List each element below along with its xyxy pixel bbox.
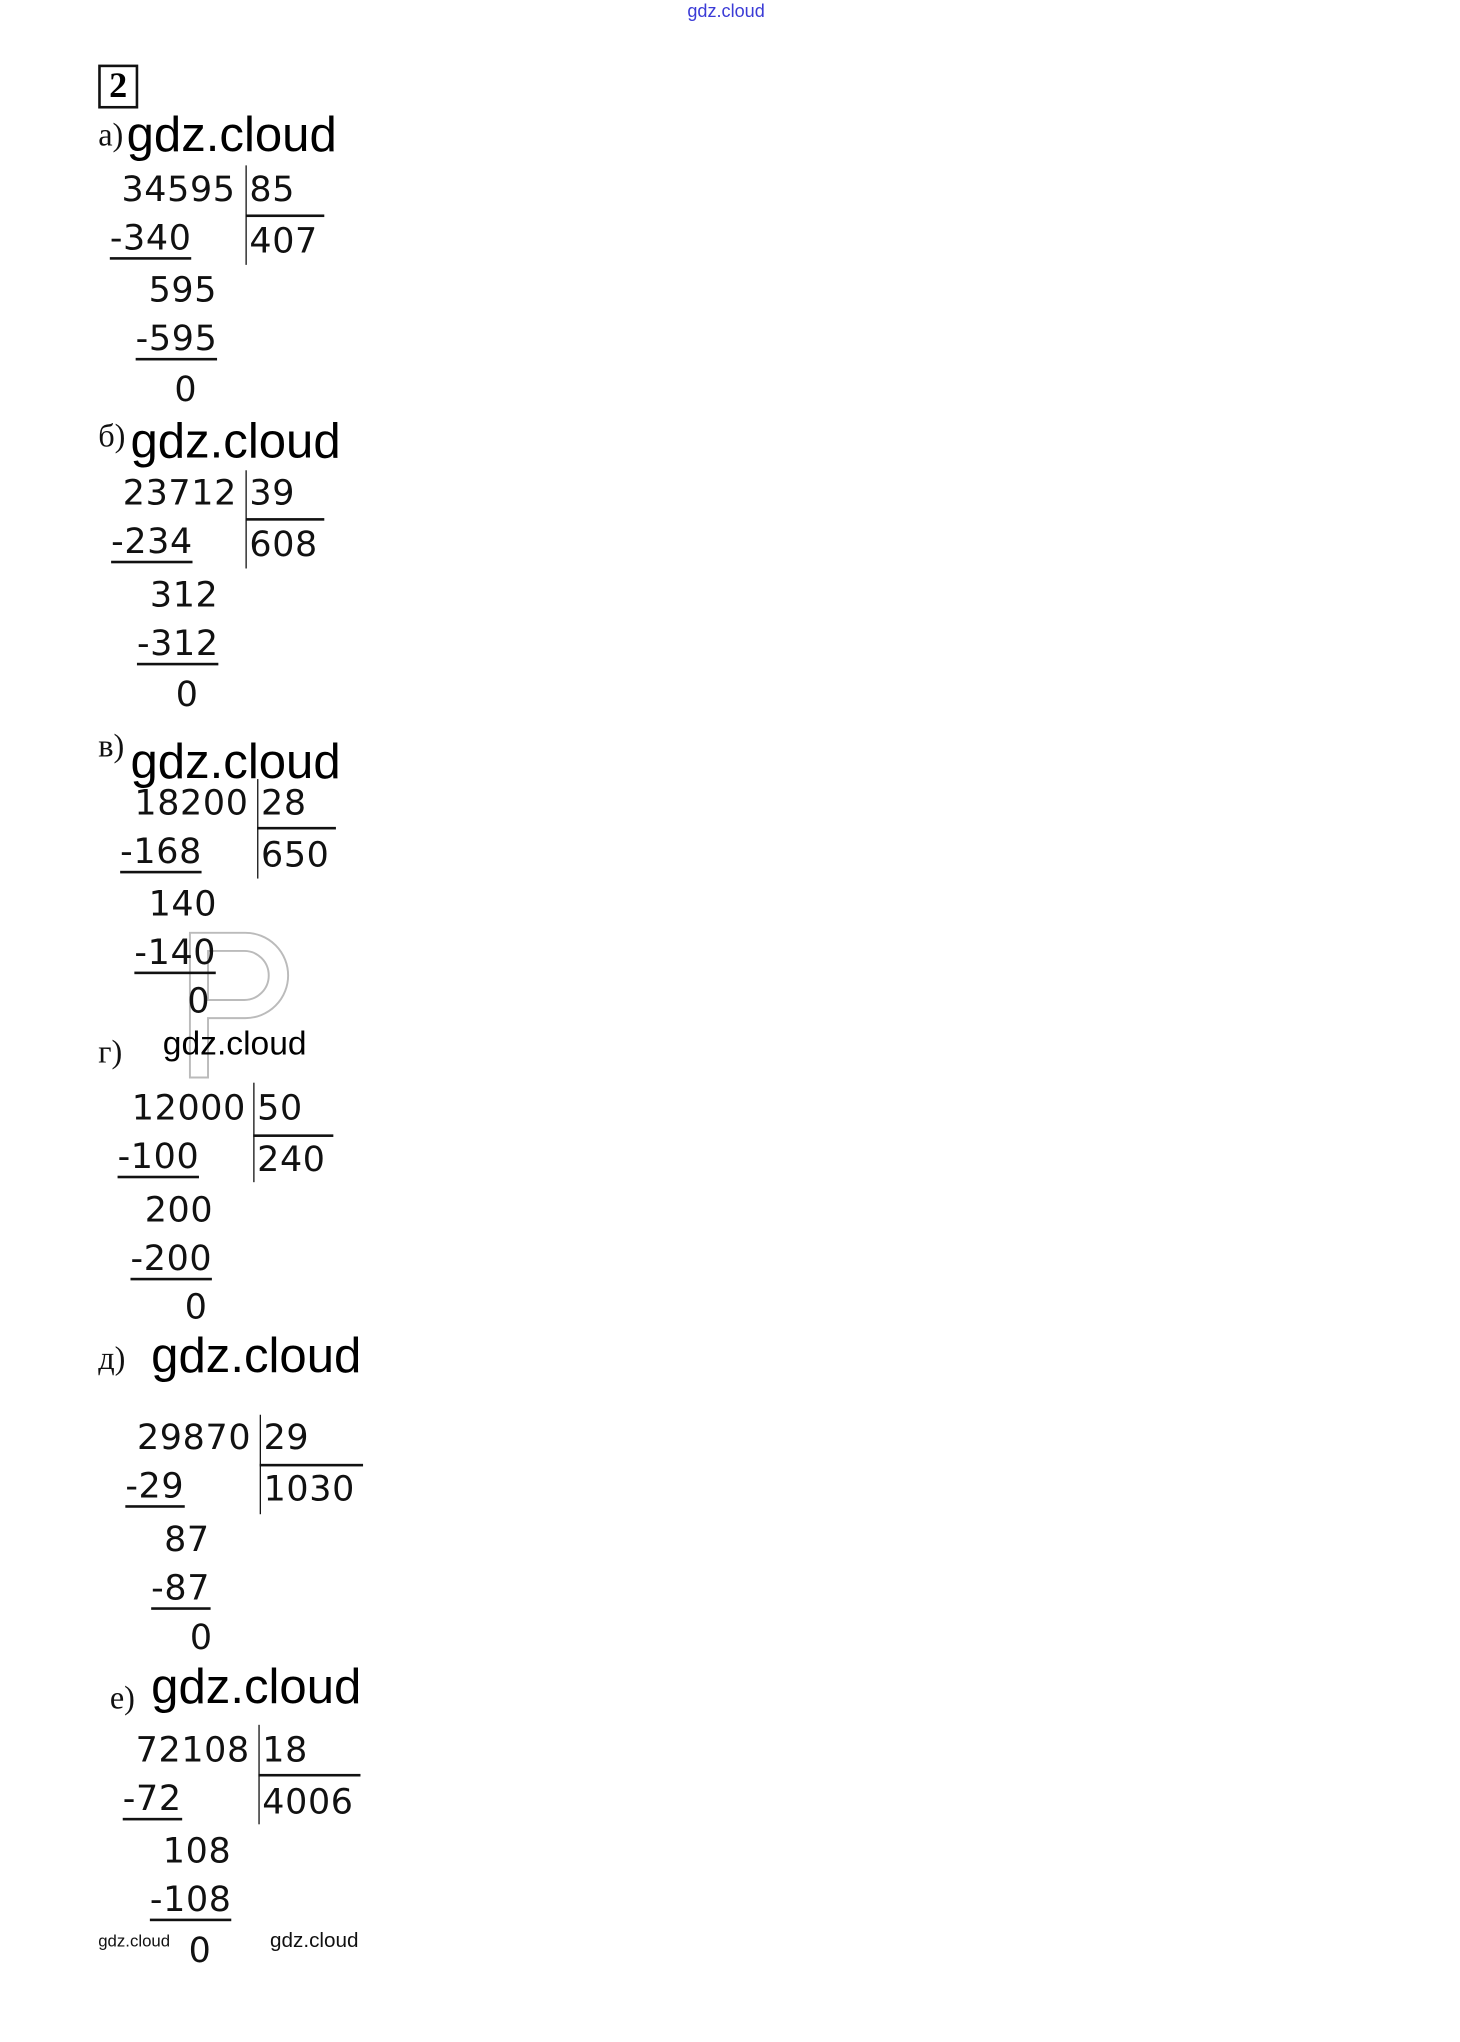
partial-dividend: 312 <box>149 575 219 616</box>
dividend: 18200 <box>134 783 249 824</box>
watermark-text: gdz.cloud <box>151 1329 362 1384</box>
divisor: 18 <box>262 1730 308 1771</box>
problem-label: е) <box>109 1681 135 1717</box>
problem-label: в) <box>98 729 125 765</box>
quotient: 608 <box>249 525 318 566</box>
dividend: 72108 <box>135 1730 250 1771</box>
dividend: 29870 <box>136 1417 252 1459</box>
watermark-text: gdz.cloud <box>151 1660 362 1715</box>
division-horizontal-line <box>245 518 325 521</box>
dividend: 12000 <box>131 1088 247 1129</box>
remainder: 0 <box>175 675 199 716</box>
division-horizontal-line <box>259 1463 364 1466</box>
watermark-text: gdz.cloud <box>162 1023 307 1063</box>
watermark-text: gdz.cloud <box>130 735 341 790</box>
divisor: 28 <box>260 783 307 824</box>
footer-watermark-right: gdz.cloud <box>270 1930 359 1953</box>
subtrahend: -595 <box>135 319 218 361</box>
subtrahend: -234 <box>111 521 193 564</box>
quotient: 240 <box>257 1140 326 1181</box>
division-horizontal-line <box>253 1134 334 1137</box>
quotient: 4006 <box>262 1782 354 1823</box>
subtrahend: -100 <box>117 1136 200 1179</box>
divisor: 39 <box>249 473 296 514</box>
division-horizontal-line <box>258 1773 361 1776</box>
partial-dividend: 108 <box>162 1831 232 1872</box>
division-vertical-line <box>257 779 259 879</box>
problem-label: а) <box>98 118 124 154</box>
subtrahend: -200 <box>130 1239 213 1281</box>
p-logo-watermark <box>188 931 290 1079</box>
partial-dividend: 140 <box>148 884 218 925</box>
remainder: 0 <box>174 370 198 411</box>
remainder: 0 <box>187 981 211 1022</box>
watermark-text: gdz.cloud <box>130 414 341 469</box>
problem-label: б) <box>98 419 126 455</box>
subtrahend: -87 <box>151 1568 211 1610</box>
partial-dividend: 87 <box>164 1520 210 1561</box>
division-horizontal-line <box>245 214 325 217</box>
subtrahend: -72 <box>122 1779 182 1821</box>
subtrahend: -108 <box>149 1879 232 1922</box>
remainder: 0 <box>188 1930 212 1971</box>
task-number: 2 <box>98 64 139 109</box>
quotient: 407 <box>249 221 318 262</box>
division-vertical-line <box>253 1082 255 1183</box>
division-horizontal-line <box>257 826 336 829</box>
problem-label: г) <box>98 1035 123 1071</box>
divisor: 29 <box>263 1417 310 1459</box>
divisor: 85 <box>249 169 296 210</box>
watermark-text: gdz.cloud <box>126 108 337 163</box>
subtrahend: -312 <box>136 624 219 666</box>
problem-label: д) <box>98 1341 126 1377</box>
watermark-top: gdz.cloud <box>687 0 765 21</box>
remainder: 0 <box>184 1287 208 1328</box>
subtrahend: -140 <box>134 932 217 975</box>
partial-dividend: 595 <box>148 270 218 311</box>
divisor: 50 <box>257 1088 303 1129</box>
quotient: 650 <box>260 835 330 876</box>
subtrahend: -29 <box>125 1466 185 1508</box>
dividend: 23712 <box>122 473 237 514</box>
subtrahend: -340 <box>109 218 192 260</box>
quotient: 1030 <box>263 1469 355 1510</box>
footer-watermark-left: gdz.cloud <box>98 1930 171 1951</box>
partial-dividend: 200 <box>144 1190 214 1231</box>
remainder: 0 <box>189 1618 213 1659</box>
subtrahend: -168 <box>120 832 202 874</box>
dividend: 34595 <box>121 169 236 210</box>
